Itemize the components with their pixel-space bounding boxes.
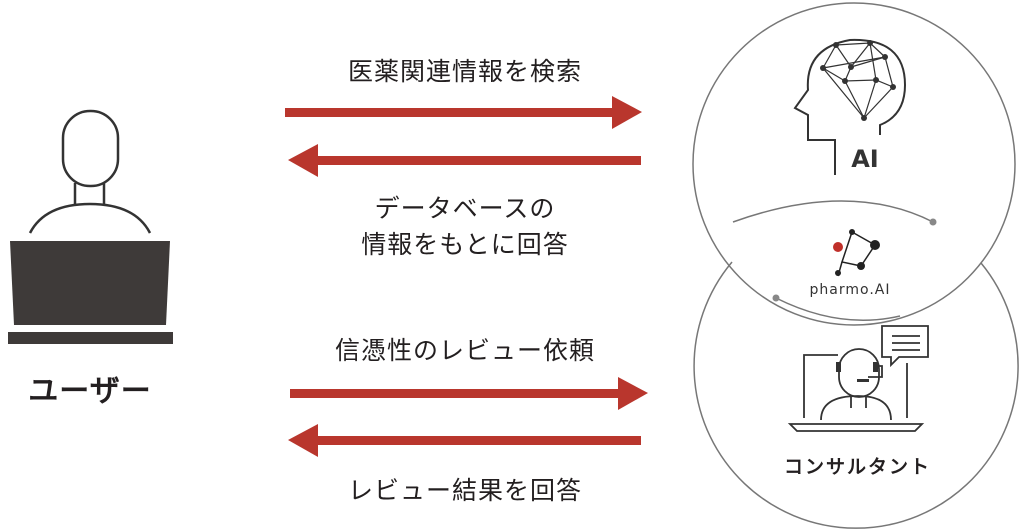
arrow-review-request [290,377,648,410]
label-answer-line2: 情報をもとに回答 [361,230,569,259]
label-search: 医薬関連情報を検索 [347,57,582,86]
arrow-search [285,96,642,129]
label-review-answer: レビュー結果を回答 [347,476,582,505]
ai-brain-icon [793,38,907,175]
laptop-icon [10,241,170,325]
ai-label: AI [851,145,879,173]
pharmo-logo-text: pharmo.AI [809,282,891,298]
consultant-circle [693,261,1019,529]
consultant-label: コンサルタント [783,456,931,478]
pharmo-logo-mark [833,229,880,277]
laptop-base [8,332,173,344]
arrow-review-answer [288,424,641,457]
logo-arc-bottom [775,297,901,321]
logo-arc-top [732,200,934,223]
ai-circle [692,2,1016,326]
label-answer-line1: データベースの [374,194,556,223]
label-review-request: 信憑性のレビュー依頼 [334,336,595,365]
consultant-icon [787,325,929,432]
arrow-answer [288,144,641,177]
user-label: ユーザー [28,374,152,409]
user-icon [28,109,152,234]
